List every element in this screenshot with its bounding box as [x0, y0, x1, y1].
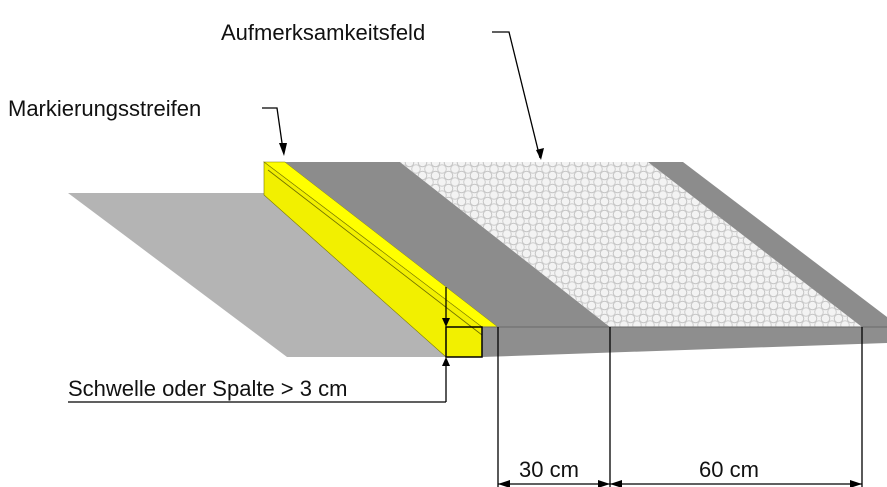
dark-edge-band	[285, 162, 610, 327]
threshold-arrow-top-head	[442, 318, 450, 327]
dimension-arrow-60-right	[850, 480, 862, 487]
threshold-arrow-bottom-head	[442, 357, 450, 366]
marking-strip-label: Markierungsstreifen	[8, 96, 201, 121]
attention-field-leader	[492, 31, 541, 159]
marking-strip-leader-head	[279, 143, 287, 156]
outer-edge-band	[648, 162, 887, 327]
threshold-gap-label: Schwelle oder Spalte > 3 cm	[68, 376, 347, 401]
dimension-arrow-30-right	[598, 480, 610, 487]
dimension-arrow-30-left	[498, 480, 510, 487]
attention-field-dots-offset	[400, 162, 862, 327]
attention-field-label: Aufmerksamkeitsfeld	[221, 20, 425, 45]
threshold-box	[445, 326, 483, 358]
lower-walkway-surface	[68, 193, 448, 357]
dimension-label-60cm: 60 cm	[699, 457, 759, 482]
dimension-label-30cm: 30 cm	[519, 457, 579, 482]
platform-front-face	[482, 327, 887, 357]
marking-strip-leader	[262, 107, 284, 151]
dimension-arrow-60-left	[610, 480, 622, 487]
attention-field-leader-head	[536, 148, 544, 160]
